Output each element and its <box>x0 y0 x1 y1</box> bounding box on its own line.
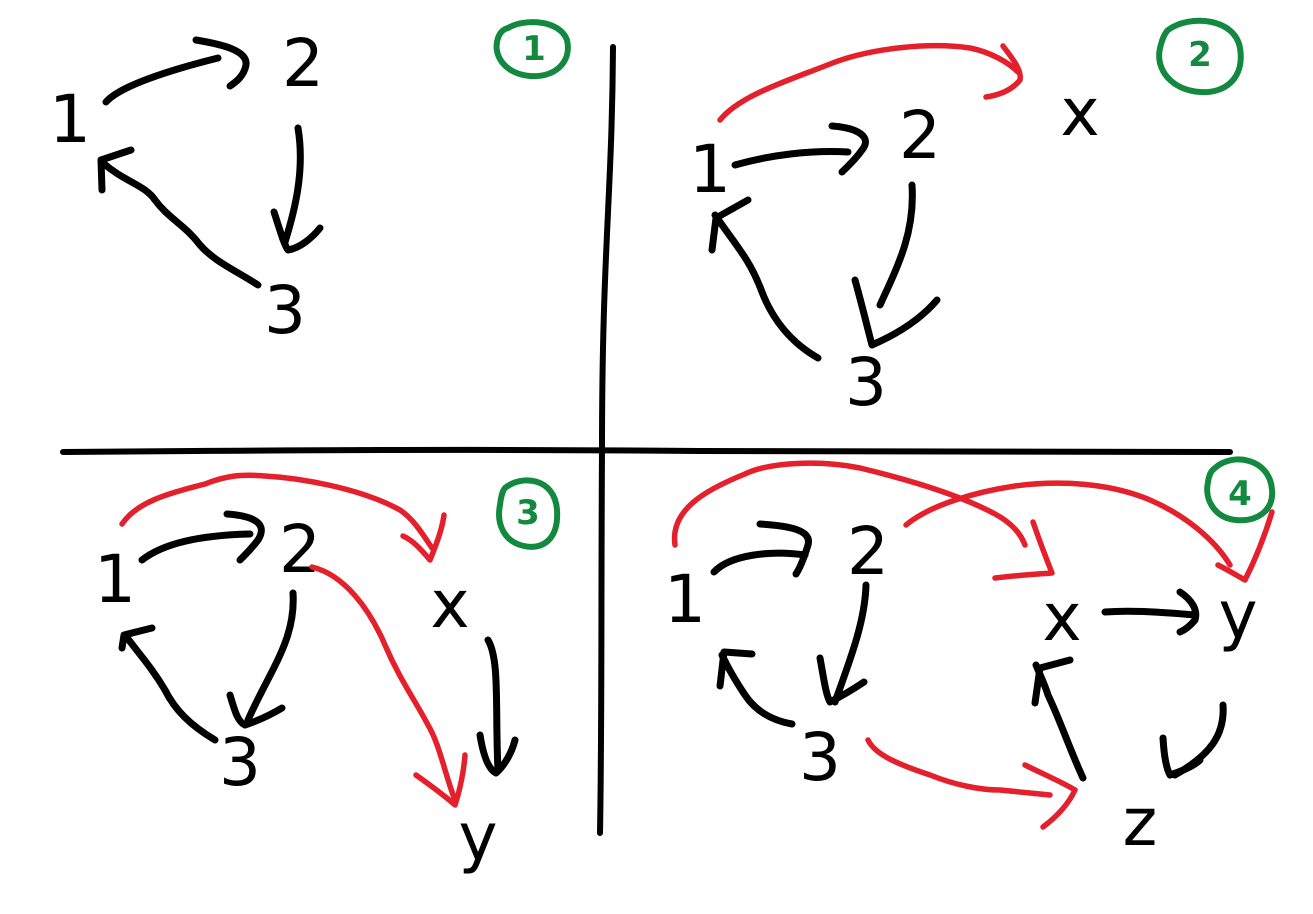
panel-3-badge: 3 <box>496 477 561 550</box>
panel-1: 1 1 2 3 <box>49 19 571 349</box>
panel-1-badge-label: 1 <box>522 29 546 69</box>
horizontal-divider <box>60 446 1233 456</box>
panel-4-edge-3-to-1 <box>716 648 796 728</box>
panel-3-node-2: 2 <box>279 511 321 588</box>
panel-4-node-1: 1 <box>664 561 706 638</box>
panel-1-edge-3-to-1 <box>97 146 262 289</box>
panel-2-node-3: 3 <box>845 344 887 421</box>
panel-4-node-z: z <box>1123 784 1158 861</box>
panel-2: 2 1 2 3 x <box>689 17 1244 421</box>
panel-4-badge-label: 4 <box>1228 474 1252 514</box>
panel-2-edge-2-to-3 <box>851 181 941 349</box>
panel-2-edge-3-to-1 <box>708 196 822 362</box>
panel-4-edge-z-to-x <box>1031 656 1087 782</box>
panel-3-node-3: 3 <box>219 724 261 801</box>
panel-2-badge: 2 <box>1156 17 1244 96</box>
panel-4-edge-x-to-y <box>1101 588 1200 636</box>
panel-3-edge-2-to-3 <box>226 589 297 729</box>
panel-4-badge: 4 <box>1204 456 1276 524</box>
panel-3-node-y: y <box>458 799 497 876</box>
panel-4-new-edge-1-to-x <box>671 460 1055 581</box>
panel-1-edge-1-to-2 <box>102 36 250 106</box>
panel-1-badge: 1 <box>493 19 571 80</box>
panel-3: 3 1 2 3 x y <box>94 472 561 876</box>
panel-2-new-edge-1-to-x <box>717 42 1023 123</box>
panel-4: 4 1 2 3 x y z <box>664 456 1276 861</box>
panel-1-edge-2-to-3 <box>270 124 324 254</box>
panel-3-edge-1-to-2 <box>138 510 265 564</box>
panel-1-node-2: 2 <box>282 25 324 102</box>
panel-4-node-2: 2 <box>847 513 889 590</box>
panel-1-node-1: 1 <box>49 81 91 158</box>
panel-4-node-3: 3 <box>799 719 841 796</box>
panel-2-badge-label: 2 <box>1188 35 1212 75</box>
panel-3-node-1: 1 <box>94 541 136 618</box>
panel-3-node-x: x <box>430 566 469 643</box>
panel-3-edge-3-to-1 <box>118 624 219 744</box>
panel-4-node-x: x <box>1042 579 1081 656</box>
panel-4-edge-y-to-z <box>1159 701 1227 779</box>
panel-3-edge-x-to-y <box>476 636 519 777</box>
panel-1-node-3: 3 <box>264 272 306 349</box>
panel-3-new-edge-2-to-y <box>309 564 468 808</box>
panel-2-node-2: 2 <box>899 97 941 174</box>
panel-4-new-edge-2-to-y <box>903 480 1275 583</box>
panel-4-edge-1-to-2 <box>710 520 812 578</box>
panel-4-edge-2-to-3 <box>816 581 870 706</box>
panel-2-node-x: x <box>1060 74 1099 151</box>
panel-3-new-edge-1-to-x <box>119 472 447 563</box>
panel-4-new-edge-3-to-z <box>865 737 1078 830</box>
panel-3-badge-label: 3 <box>516 493 540 533</box>
panel-2-node-1: 1 <box>689 131 731 208</box>
panel-4-node-y: y <box>1218 577 1257 654</box>
panel-2-edge-1-to-2 <box>731 122 869 176</box>
vertical-divider <box>597 44 616 836</box>
